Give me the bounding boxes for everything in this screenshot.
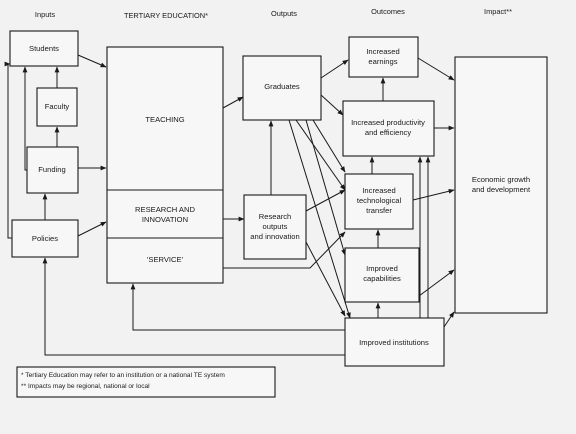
tech-transfer-label-2: technological (357, 196, 402, 205)
productivity-box: Increased productivity and efficiency (342, 100, 435, 157)
faculty-label: Faculty (45, 102, 70, 111)
policies-label: Policies (32, 234, 58, 243)
tertiary-education-block: TEACHING RESEARCH AND INNOVATION 'SERVIC… (106, 46, 224, 284)
header-impact: Impact** (484, 7, 512, 16)
research-outputs-label-3: and innovation (250, 232, 299, 241)
research-outputs-box: Research outputs and innovation (243, 194, 307, 260)
productivity-label-1: Increased productivity (351, 118, 425, 127)
teaching-label: TEACHING (145, 115, 184, 124)
connector-arrows (4, 54, 455, 356)
policies-box: Policies (11, 219, 79, 258)
students-label: Students (29, 44, 59, 53)
improved-institutions-label: Improved institutions (359, 338, 429, 347)
improved-institutions-box: Improved institutions (344, 317, 445, 367)
faculty-box: Faculty (36, 87, 78, 127)
economic-growth-label-2: and development (472, 185, 531, 194)
footnote-box: * Tertiary Education may refer to an ins… (16, 366, 276, 398)
footnote-1: * Tertiary Education may refer to an ins… (21, 372, 225, 379)
increased-earnings-label-2: earnings (368, 57, 397, 66)
header-outcomes: Outcomes (371, 7, 405, 16)
header-outputs: Outputs (271, 9, 297, 18)
increased-earnings-label-1: Increased (366, 47, 399, 56)
tech-transfer-label-3: transfer (366, 206, 392, 215)
header-tertiary-education: TERTIARY EDUCATION* (124, 11, 208, 20)
service-label: 'SERVICE' (147, 255, 184, 264)
research-outputs-label-1: Research (259, 212, 292, 221)
economic-growth-box: Economic growth and development (454, 56, 548, 314)
funding-label: Funding (38, 165, 65, 174)
research-innovation-label-1: RESEARCH AND (135, 205, 195, 214)
capabilities-label-1: Improved (366, 264, 398, 273)
research-innovation-label-2: INNOVATION (142, 215, 188, 224)
economic-growth-label-1: Economic growth (472, 175, 530, 184)
research-outputs-label-2: outputs (263, 222, 288, 231)
graduates-label: Graduates (264, 82, 300, 91)
tech-transfer-box: Increased technological transfer (344, 173, 414, 230)
funding-box: Funding (26, 146, 79, 194)
capabilities-label-2: capabilities (363, 274, 401, 283)
header-inputs: Inputs (35, 10, 55, 19)
footnote-2: ** Impacts may be regional, national or … (21, 383, 150, 390)
tech-transfer-label-1: Increased (362, 186, 395, 195)
students-box: Students (9, 30, 79, 67)
capabilities-box: Improved capabilities (344, 247, 420, 303)
increased-earnings-box: Increased earnings (348, 36, 419, 78)
productivity-label-2: and efficiency (365, 128, 411, 137)
graduates-box: Graduates (242, 55, 322, 121)
